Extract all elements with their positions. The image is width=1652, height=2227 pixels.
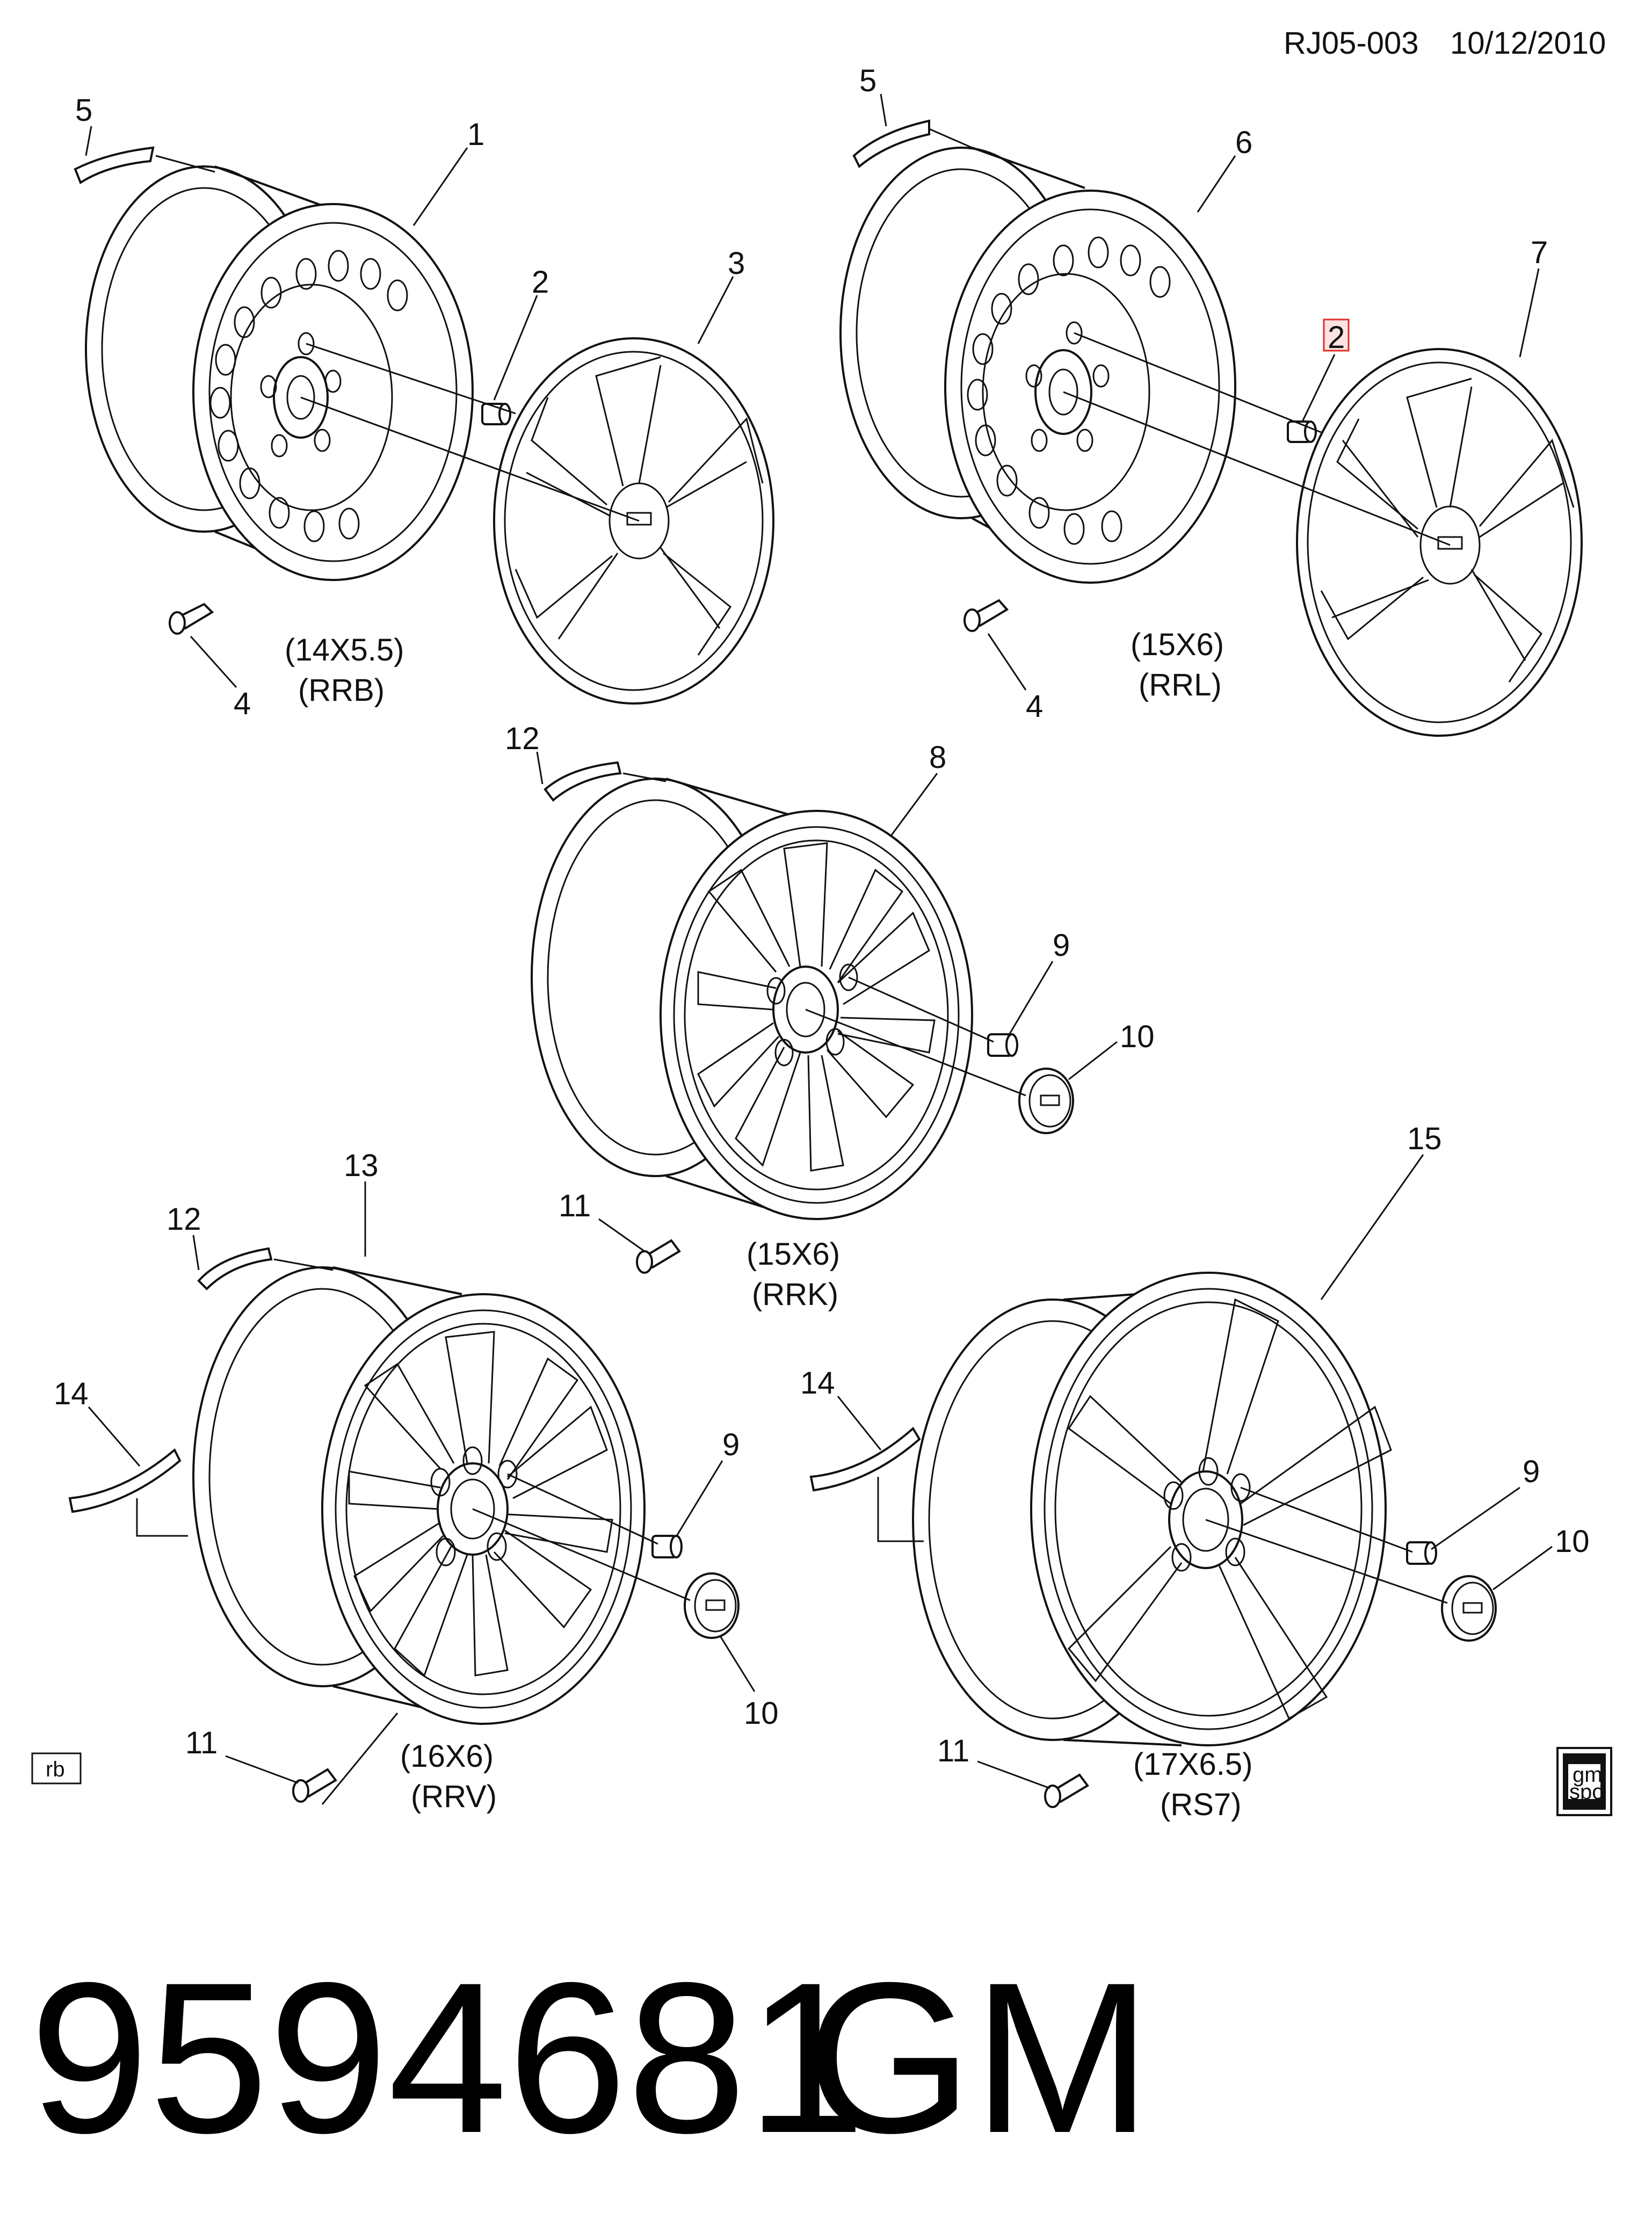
- balance-weight-5b: [852, 119, 930, 169]
- brand-name: GM: [806, 1938, 1151, 2178]
- callout-9b: 9: [722, 1427, 740, 1462]
- logo-bottom-text: spo: [1569, 1780, 1604, 1804]
- alloy-wheel-rs7: [912, 1272, 1392, 1746]
- callout-3: 3: [728, 246, 745, 281]
- rim-weight-14a: [68, 1448, 182, 1513]
- spec-size-rrk: (15X6): [747, 1237, 840, 1272]
- callout-2: 2: [532, 265, 549, 300]
- spec-code-rrv: (RRV): [411, 1779, 497, 1814]
- callout-11b: 11: [185, 1725, 218, 1760]
- callout-9a: 9: [1053, 928, 1070, 963]
- callout-10b: 10: [744, 1696, 779, 1731]
- callout-4a: 4: [234, 686, 251, 721]
- diagram-code: RJ05-003: [1284, 26, 1418, 61]
- callout-2b: 2: [1328, 320, 1345, 355]
- spec-size-rrl: (15X6): [1131, 627, 1224, 662]
- steel-wheel-rrl: [839, 147, 1236, 584]
- balance-weight-12b: [197, 1247, 273, 1290]
- callout-5a: 5: [75, 93, 92, 128]
- highlight-box-callout-2: [1323, 318, 1350, 352]
- valve-stem-rrb: [169, 603, 214, 635]
- lug-nut-rrl: [1287, 420, 1317, 443]
- balance-weight-5a: [74, 146, 155, 184]
- spec-code-rrk: (RRK): [752, 1277, 838, 1312]
- valve-stem-rs7: [1044, 1773, 1089, 1808]
- callout-6: 6: [1235, 125, 1252, 160]
- part-number: 9594681: [30, 1938, 866, 2178]
- callout-10a: 10: [1120, 1019, 1155, 1054]
- diagram-date: 10/12/2010: [1450, 26, 1606, 61]
- logo-top-text: gm: [1573, 1763, 1603, 1787]
- alloy-wheel-rrk: [531, 778, 973, 1220]
- lug-nut-rrv: [651, 1535, 683, 1558]
- valve-stem-rrl: [963, 599, 1009, 632]
- spec-size-rs7: (17X6.5): [1133, 1747, 1252, 1782]
- center-cap-rrk: [1018, 1068, 1074, 1134]
- callout-4b: 4: [1026, 689, 1043, 724]
- callout-10c: 10: [1555, 1524, 1590, 1559]
- center-cap-rrv: [684, 1572, 740, 1639]
- gm-spo-logo: gm spo: [1556, 1747, 1612, 1816]
- callout-14b: 14: [800, 1366, 835, 1401]
- callout-11c: 11: [937, 1733, 969, 1768]
- spec-size-rrv: (16X6): [400, 1739, 494, 1774]
- callout-15: 15: [1407, 1121, 1442, 1156]
- callout-8: 8: [929, 740, 946, 775]
- rb-box: [31, 1752, 82, 1784]
- callout-7: 7: [1531, 235, 1548, 270]
- callout-13: 13: [344, 1148, 379, 1183]
- wheel-cover-rrl: [1296, 348, 1583, 737]
- callout-14a: 14: [54, 1376, 89, 1411]
- balance-weight-12a: [544, 761, 622, 802]
- spec-code-rs7: (RS7): [1160, 1787, 1241, 1822]
- wheel-cover-rrb: [493, 337, 774, 705]
- spec-code-rrl: (RRL): [1139, 668, 1222, 702]
- callout-9c: 9: [1523, 1454, 1540, 1489]
- valve-stem-rrk: [636, 1239, 681, 1274]
- callout-12b: 12: [166, 1202, 201, 1237]
- lug-nut-rrk: [987, 1033, 1018, 1057]
- center-cap-rs7: [1441, 1575, 1497, 1642]
- alloy-wheel-rrv: [192, 1266, 646, 1725]
- spec-size-rrb: (14X5.5): [285, 633, 404, 668]
- callout-1: 1: [467, 117, 484, 152]
- callout-11a: 11: [559, 1188, 591, 1223]
- callout-5b: 5: [859, 63, 876, 98]
- rim-weight-14b: [809, 1426, 921, 1492]
- rb-label: rb: [46, 1758, 65, 1781]
- lug-nut-rs7: [1406, 1541, 1437, 1565]
- spec-code-rrb: (RRB): [298, 673, 385, 708]
- valve-stem-rrv: [292, 1768, 337, 1803]
- steel-wheel-rrb: [85, 165, 474, 581]
- callout-12a: 12: [505, 721, 540, 756]
